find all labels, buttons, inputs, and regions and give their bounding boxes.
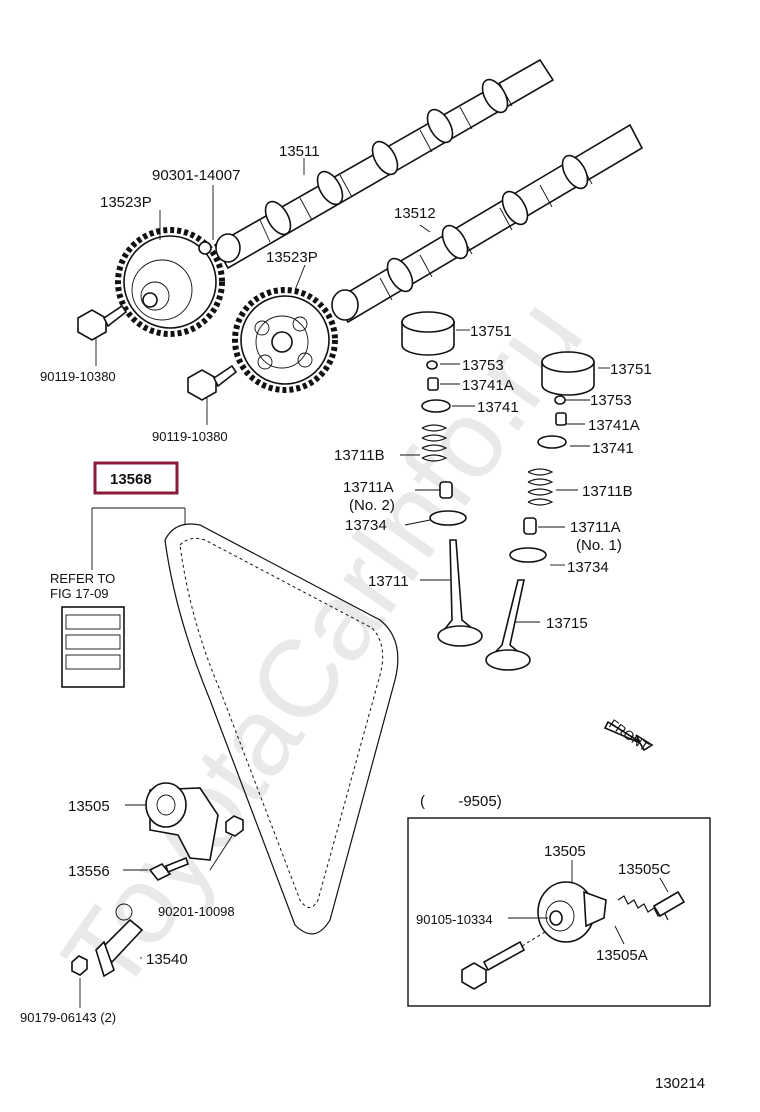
camshaft-13511 bbox=[213, 58, 555, 270]
callout-13568-box bbox=[93, 461, 179, 495]
nut-90201 bbox=[225, 815, 244, 837]
label-13568: 13568 bbox=[110, 471, 152, 488]
inset-tensioner-13505 bbox=[537, 881, 607, 943]
valve-assembly-left bbox=[421, 360, 483, 647]
label-13505-main: 13505 bbox=[68, 798, 110, 815]
label-13711a-no1-sub: (No. 1) bbox=[576, 537, 622, 554]
inset-label-13505c: 13505C bbox=[618, 861, 671, 878]
label-13741a-right: 13741A bbox=[588, 417, 640, 434]
cam-gear-13523p-lower bbox=[232, 287, 338, 393]
damper-13540 bbox=[95, 903, 144, 978]
label-13715: 13715 bbox=[546, 615, 588, 632]
label-13711b-right: 13711B bbox=[582, 483, 633, 500]
label-13556: 13556 bbox=[68, 863, 110, 880]
label-13734-right: 13734 bbox=[567, 559, 609, 576]
label-13753-right: 13753 bbox=[590, 392, 632, 409]
label-13711: 13711 bbox=[368, 573, 409, 590]
label-13741-right: 13741 bbox=[592, 440, 634, 457]
inset-label-13505a: 13505A bbox=[596, 947, 648, 964]
camshaft-13512 bbox=[331, 123, 644, 324]
inset-frame bbox=[407, 817, 711, 1007]
tensioner-13505 bbox=[145, 782, 219, 861]
label-fig-17-09: FIG 17-09 bbox=[50, 586, 109, 601]
label-13711a-no1: 13711A bbox=[570, 519, 621, 536]
label-front: FRONT bbox=[606, 716, 651, 754]
label-13741a-left: 13741A bbox=[462, 377, 514, 394]
inset-title: ( -9505) bbox=[420, 793, 502, 810]
cam-gear-13523p-upper bbox=[115, 227, 225, 337]
label-13523p-lower: 13523P bbox=[266, 249, 318, 266]
figure-number: 130214 bbox=[655, 1075, 705, 1092]
leader-lines bbox=[79, 158, 669, 1008]
label-13751-right: 13751 bbox=[610, 361, 652, 378]
inset-pin-13505c bbox=[652, 890, 686, 918]
label-13511: 13511 bbox=[279, 143, 320, 160]
label-13512: 13512 bbox=[394, 205, 436, 222]
timing-belt-13568 bbox=[164, 523, 399, 935]
label-90119-upper: 90119-10380 bbox=[40, 369, 116, 384]
label-13734-left: 13734 bbox=[345, 517, 387, 534]
label-13523p-upper: 13523P bbox=[100, 194, 152, 211]
nut-90179 bbox=[71, 955, 88, 976]
label-13711b-left: 13711B bbox=[334, 447, 385, 464]
label-13711a-no2-sub: (No. 2) bbox=[349, 497, 395, 514]
label-13540: 13540 bbox=[146, 951, 188, 968]
label-90119-lower: 90119-10380 bbox=[152, 429, 228, 444]
valve-lifter-13751-left bbox=[401, 311, 455, 356]
label-90301-14007: 90301-14007 bbox=[152, 167, 240, 184]
front-arrow bbox=[603, 720, 654, 752]
label-13711a-no2: 13711A bbox=[343, 479, 394, 496]
label-90179-06143: 90179-06143 (2) bbox=[20, 1010, 116, 1025]
inset-label-13505: 13505 bbox=[544, 843, 586, 860]
valve-lifter-13751-right bbox=[541, 351, 595, 396]
label-refer-to: REFER TO bbox=[50, 571, 115, 586]
label-90201-10098: 90201-10098 bbox=[158, 904, 235, 919]
label-13741-left: 13741 bbox=[477, 399, 519, 416]
bolt-90119-upper bbox=[77, 304, 128, 341]
inset-label-90105-10334: 90105-10334 bbox=[416, 912, 493, 927]
label-13753-left: 13753 bbox=[462, 357, 504, 374]
valve-assembly-right bbox=[485, 395, 567, 671]
label-13751-left: 13751 bbox=[470, 323, 512, 340]
bolt-90119-lower bbox=[187, 364, 238, 401]
bolt-13556 bbox=[148, 856, 189, 882]
inset-bolt-90105 bbox=[461, 931, 546, 990]
reference-card bbox=[61, 606, 125, 688]
